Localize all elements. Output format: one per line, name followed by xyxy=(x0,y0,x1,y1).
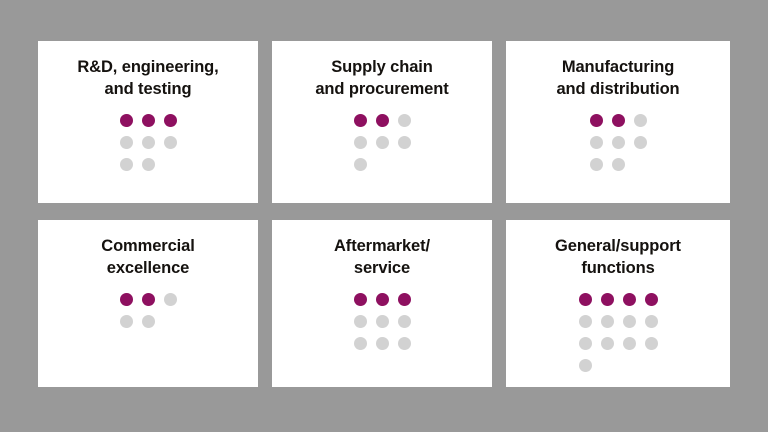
dot-empty-icon xyxy=(611,135,625,149)
dot-empty-icon xyxy=(633,113,647,127)
dot-empty-icon xyxy=(622,314,636,328)
dot-empty-icon xyxy=(141,314,155,328)
dot-matrix-row xyxy=(353,314,411,328)
dot-empty-icon xyxy=(622,336,636,350)
dot-filled-icon xyxy=(611,113,625,127)
dot-empty-icon xyxy=(353,314,367,328)
dot-filled-icon xyxy=(375,113,389,127)
dot-empty-icon xyxy=(119,314,133,328)
dot-filled-icon xyxy=(119,113,133,127)
dot-empty-icon xyxy=(589,157,603,171)
dot-empty-icon xyxy=(353,336,367,350)
dot-filled-icon xyxy=(578,292,592,306)
dot-matrix-row xyxy=(578,314,658,328)
category-card-grid: R&D, engineering, and testing Supply chai… xyxy=(38,41,730,387)
dot-filled-icon xyxy=(353,292,367,306)
dot-matrix-row xyxy=(578,292,658,306)
dot-empty-icon xyxy=(600,314,614,328)
card-title: R&D, engineering, and testing xyxy=(77,58,219,98)
dot-empty-icon xyxy=(375,336,389,350)
dot-filled-icon xyxy=(622,292,636,306)
dot-matrix-row xyxy=(353,113,411,127)
dot-matrix-row xyxy=(353,135,411,149)
dot-matrix-row xyxy=(119,157,155,171)
dot-empty-icon xyxy=(578,336,592,350)
dot-empty-icon xyxy=(119,135,133,149)
dot-matrix-row xyxy=(353,157,367,171)
card-title: Aftermarket/ service xyxy=(333,237,430,277)
dot-filled-icon xyxy=(163,113,177,127)
category-card[interactable]: General/support functions xyxy=(506,220,730,387)
dot-empty-icon xyxy=(141,157,155,171)
dot-filled-icon xyxy=(589,113,603,127)
dot-empty-icon xyxy=(353,135,367,149)
category-card[interactable]: R&D, engineering, and testing xyxy=(38,41,258,203)
dot-matrix-row xyxy=(119,135,177,149)
dot-empty-icon xyxy=(644,336,658,350)
dot-empty-icon xyxy=(397,135,411,149)
dot-matrix-row xyxy=(589,113,647,127)
dot-matrix-row xyxy=(578,358,592,372)
dot-empty-icon xyxy=(375,135,389,149)
dot-matrix-row xyxy=(119,292,177,306)
dot-empty-icon xyxy=(163,292,177,306)
dot-empty-icon xyxy=(375,314,389,328)
dot-filled-icon xyxy=(141,292,155,306)
dot-matrix-row xyxy=(578,336,658,350)
dot-matrix-row xyxy=(353,292,411,306)
dot-filled-icon xyxy=(375,292,389,306)
dot-matrix-row xyxy=(119,113,177,127)
category-card[interactable]: Supply chain and procurement xyxy=(272,41,492,203)
dot-empty-icon xyxy=(644,314,658,328)
dot-empty-icon xyxy=(163,135,177,149)
card-title: Manufacturing and distribution xyxy=(556,58,680,98)
dot-empty-icon xyxy=(397,113,411,127)
dot-matrix xyxy=(589,113,647,171)
card-title: General/support functions xyxy=(555,237,681,277)
dot-empty-icon xyxy=(141,135,155,149)
dot-filled-icon xyxy=(353,113,367,127)
dot-matrix-row xyxy=(589,135,647,149)
dot-filled-icon xyxy=(141,113,155,127)
dot-matrix-row xyxy=(353,336,411,350)
category-card[interactable]: Commercial excellence xyxy=(38,220,258,387)
dot-empty-icon xyxy=(611,157,625,171)
dot-matrix-row xyxy=(589,157,625,171)
card-title: Supply chain and procurement xyxy=(315,58,449,98)
dot-empty-icon xyxy=(397,314,411,328)
dot-matrix-row xyxy=(119,314,155,328)
dot-filled-icon xyxy=(644,292,658,306)
dot-filled-icon xyxy=(600,292,614,306)
category-card[interactable]: Aftermarket/ service xyxy=(272,220,492,387)
dot-matrix xyxy=(578,292,658,372)
dot-empty-icon xyxy=(119,157,133,171)
dot-matrix xyxy=(119,292,177,328)
category-card[interactable]: Manufacturing and distribution xyxy=(506,41,730,203)
dot-empty-icon xyxy=(353,157,367,171)
dot-matrix xyxy=(353,292,411,350)
dot-empty-icon xyxy=(578,358,592,372)
dot-empty-icon xyxy=(578,314,592,328)
dot-empty-icon xyxy=(589,135,603,149)
dot-empty-icon xyxy=(397,336,411,350)
dot-matrix xyxy=(353,113,411,171)
dot-empty-icon xyxy=(600,336,614,350)
dot-filled-icon xyxy=(397,292,411,306)
dot-matrix xyxy=(119,113,177,171)
dot-filled-icon xyxy=(119,292,133,306)
card-title: Commercial excellence xyxy=(101,237,195,277)
dot-empty-icon xyxy=(633,135,647,149)
